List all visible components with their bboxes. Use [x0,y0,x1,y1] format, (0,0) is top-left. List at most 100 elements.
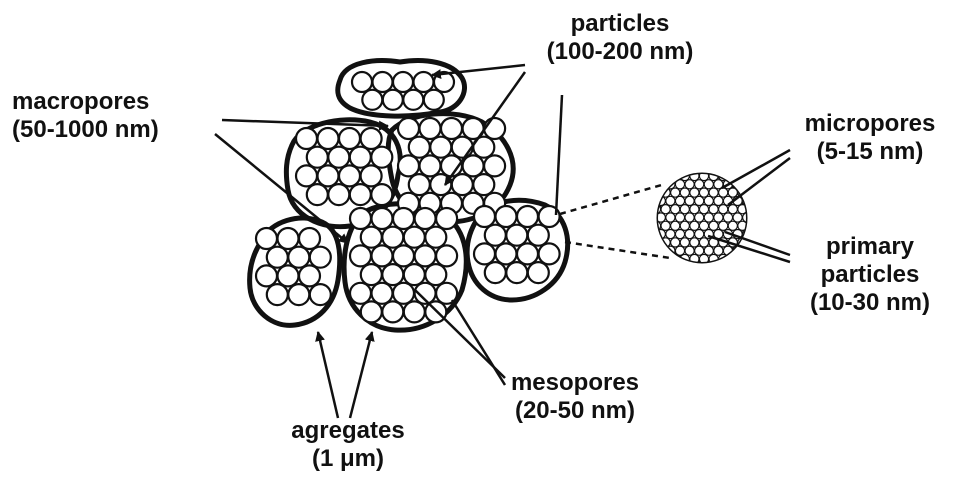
particle-circle [371,184,392,205]
particle-circle [352,72,372,92]
particles-label: particles (100-200 nm) [520,10,720,66]
particle-circle [382,227,403,248]
particle-circle [256,265,277,286]
primary-particle-circle [666,213,675,222]
primary-particle-circle [704,196,713,205]
primary-particle-circle [699,188,708,197]
particle-circle [288,247,309,268]
micropores-label-line2: (5-15 nm) [790,138,950,166]
primary-particle-circle [680,188,689,197]
primary-particle-circle [709,205,718,214]
particle-circle [404,227,425,248]
particle-circle [307,184,328,205]
primary-particle-circle [695,213,704,222]
particle-circle [310,284,331,305]
primary-particle-circle [690,221,699,230]
particle-circle [485,262,506,283]
particle-circle [485,225,506,246]
particle-circle [484,155,505,176]
primary-particle-circle [661,171,670,180]
macropores-label-line2: (50-1000 nm) [12,116,159,144]
particle-circle [393,283,414,304]
mesopores-label-line1: mesopores [490,369,660,397]
primary-particle-circle [695,246,704,255]
particle-circle [278,265,299,286]
particle-circle [528,225,549,246]
particle-circle [424,90,444,110]
particle-circle [409,137,430,158]
particle-circle [339,165,360,186]
particle-circle [528,262,549,283]
primary-particle-circle [714,180,723,189]
particle-circle [382,264,403,285]
primary-particle-circle [685,180,694,189]
macropores-label-line1: macropores [12,88,159,116]
particle-circle [307,147,328,168]
primary-particle-circle [656,180,665,189]
primary-particle-circle [656,246,665,255]
primary-particles-label-line3: (10-30 nm) [785,289,955,317]
mesopores-label: mesopores (20-50 nm) [490,369,660,425]
primary-particle-circle [738,254,747,263]
primary-particle-circle [690,188,699,197]
particle-circle [420,118,441,139]
primary-particle-circle [651,188,660,197]
particle-circle [362,90,382,110]
particle-circle [404,264,425,285]
particle-circle [267,247,288,268]
particle-circle [328,184,349,205]
particle-circle [278,228,299,249]
primary-particles-label: primary particles (10-30 nm) [785,233,955,317]
particle-circle [350,208,371,229]
agregates-arrow [318,332,338,418]
primary-particle-circle [666,196,675,205]
particle-circle [372,208,393,229]
primary-particle-circle [714,213,723,222]
primary-particle-circle [671,238,680,247]
macropores-arrow-2 [215,134,348,243]
particle-circle [372,245,393,266]
particle-circle [441,118,462,139]
primary-particle-circle [675,196,684,205]
primary-particle-circle [709,221,718,230]
particle-circle [393,245,414,266]
primary-particle-circle [671,188,680,197]
particle-circle [361,227,382,248]
particle-circle [436,208,457,229]
particle-circle [393,208,414,229]
particle-circle [350,283,371,304]
mesopores-label-line2: (20-50 nm) [490,397,660,425]
primary-particle-circle [728,254,737,263]
zoomed-particle [651,171,751,263]
primary-particle-circle [699,205,708,214]
primary-particle-circle [685,213,694,222]
particle-circle [452,174,473,195]
primary-particle-circle [704,213,713,222]
particles-pointer-line-3 [556,95,562,215]
particle-circle [484,118,505,139]
particle-circle [506,262,527,283]
particle-circle [361,165,382,186]
particle-circle [404,301,425,322]
micropores-label: micropores (5-15 nm) [790,110,950,166]
particle-circle [496,206,517,227]
particle-circle [409,174,430,195]
micropores-pointer-line-2 [728,158,790,205]
particle-circle [474,243,495,264]
primary-particle-circle [680,205,689,214]
particle-circle [425,264,446,285]
particle-circle [393,72,413,92]
primary-particle-circle [680,238,689,247]
primary-particle-circle [714,246,723,255]
particle-circle [288,284,309,305]
particle-circle [256,228,277,249]
particle-circle [415,208,436,229]
primary-particle-circle [699,238,708,247]
particle-circle [474,206,495,227]
primary-particle-circle [671,205,680,214]
particle-circle [398,118,419,139]
primary-particle-circle [690,238,699,247]
particle-circle [361,264,382,285]
primary-particle-circle [714,196,723,205]
particle-circle [425,227,446,248]
